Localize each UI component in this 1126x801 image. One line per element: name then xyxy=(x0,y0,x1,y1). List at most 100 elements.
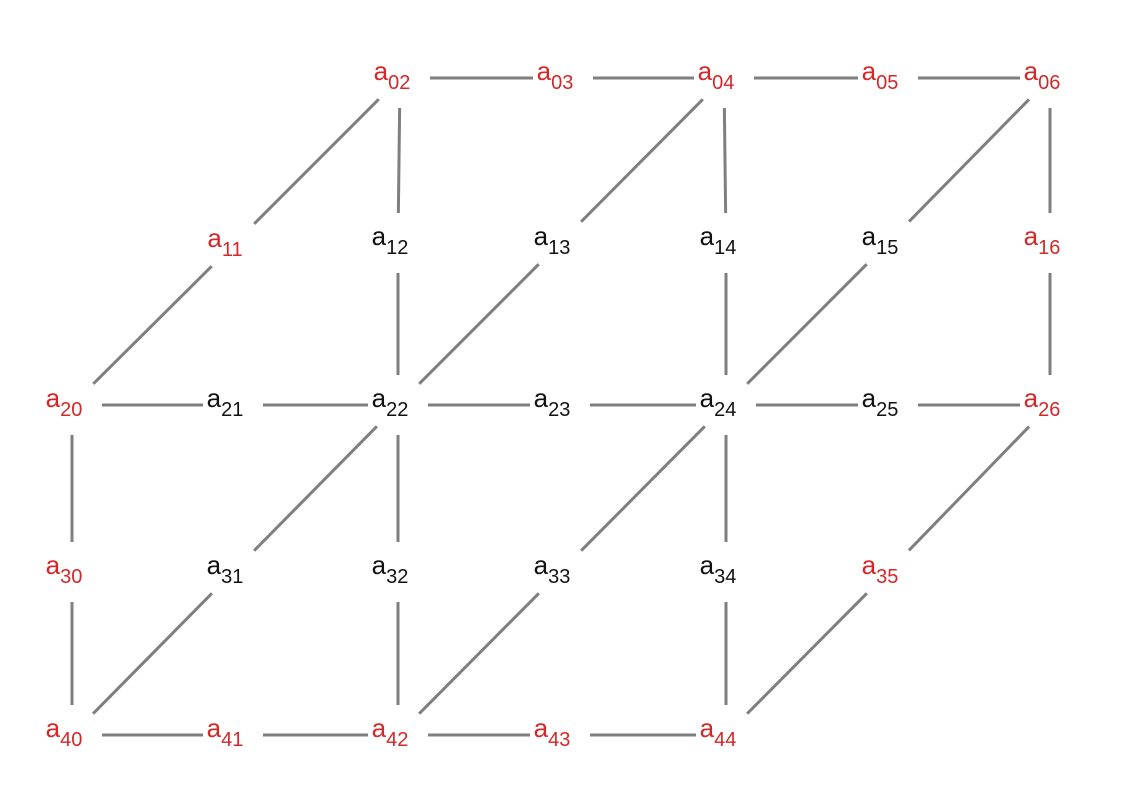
node-base: a xyxy=(207,550,222,580)
node-label-a22: a22 xyxy=(372,383,409,421)
node-subscript: 05 xyxy=(876,72,898,94)
node-label-a16: a16 xyxy=(1024,221,1061,259)
edge-a33-a42 xyxy=(418,592,540,715)
edge-a26-a35 xyxy=(907,425,1031,552)
node-base: a xyxy=(46,550,61,580)
node-subscript: 12 xyxy=(386,237,408,259)
node-base: a xyxy=(372,383,387,413)
node-base: a xyxy=(372,221,387,251)
node-subscript: 11 xyxy=(222,239,243,261)
node-base: a xyxy=(862,383,877,413)
edge-layer xyxy=(70,76,1052,737)
node-label-a35: a35 xyxy=(862,550,899,588)
node-label-a12: a12 xyxy=(372,221,409,259)
node-base: a xyxy=(207,383,222,413)
edge-a15-a24 xyxy=(746,263,868,385)
node-label-a25: a25 xyxy=(862,383,899,421)
node-subscript: 30 xyxy=(60,566,82,588)
node-base: a xyxy=(372,550,387,580)
edge-a22-a31 xyxy=(253,425,378,552)
node-base: a xyxy=(700,221,715,251)
edge-a31-a40 xyxy=(92,592,213,715)
node-subscript: 25 xyxy=(876,399,898,421)
node-label-a15: a15 xyxy=(862,221,899,259)
node-label-a26: a26 xyxy=(1024,383,1061,421)
node-label-a41: a41 xyxy=(207,713,244,751)
node-subscript: 43 xyxy=(548,729,570,751)
node-label-a24: a24 xyxy=(700,383,737,421)
node-label-a32: a32 xyxy=(372,550,409,588)
node-subscript: 22 xyxy=(386,399,408,421)
node-base: a xyxy=(374,56,389,86)
edge-a06-a15 xyxy=(907,98,1031,223)
node-base: a xyxy=(46,383,61,413)
node-base: a xyxy=(862,550,877,580)
node-base: a xyxy=(1024,383,1039,413)
node-subscript: 26 xyxy=(1038,399,1060,421)
node-subscript: 23 xyxy=(548,399,570,421)
node-label-a06: a06 xyxy=(1024,56,1061,94)
node-label-a33: a33 xyxy=(534,550,571,588)
node-subscript: 21 xyxy=(221,399,243,421)
node-subscript: 03 xyxy=(551,72,573,94)
node-subscript: 32 xyxy=(386,566,408,588)
edge-a02-a12 xyxy=(396,107,402,214)
edge-a04-a13 xyxy=(580,98,704,223)
edge-a11-a20 xyxy=(92,265,213,385)
node-label-a13: a13 xyxy=(534,221,571,259)
node-label-a34: a34 xyxy=(700,550,737,588)
node-base: a xyxy=(207,713,222,743)
node-label-a31: a31 xyxy=(207,550,244,588)
node-subscript: 06 xyxy=(1038,72,1060,94)
node-base: a xyxy=(534,713,549,743)
node-subscript: 41 xyxy=(221,729,243,751)
node-base: a xyxy=(534,383,549,413)
node-subscript: 33 xyxy=(548,566,570,588)
node-subscript: 35 xyxy=(876,566,898,588)
node-base: a xyxy=(207,223,222,253)
node-label-a30: a30 xyxy=(46,550,83,588)
node-base: a xyxy=(700,550,715,580)
node-base: a xyxy=(372,713,387,743)
node-base: a xyxy=(537,56,552,86)
node-subscript: 13 xyxy=(548,237,570,259)
node-label-a23: a23 xyxy=(534,383,571,421)
node-base: a xyxy=(700,713,715,743)
node-base: a xyxy=(700,383,715,413)
node-subscript: 24 xyxy=(714,399,736,421)
node-subscript: 40 xyxy=(60,729,82,751)
node-subscript: 34 xyxy=(714,566,736,588)
node-subscript: 31 xyxy=(221,566,243,588)
node-label-a21: a21 xyxy=(207,383,244,421)
node-base: a xyxy=(1024,221,1039,251)
node-label-a20: a20 xyxy=(46,383,83,421)
node-label-a05: a05 xyxy=(862,56,899,94)
edge-a04-a14 xyxy=(722,107,728,214)
node-subscript: 42 xyxy=(386,729,408,751)
node-base: a xyxy=(862,221,877,251)
node-label-a44: a44 xyxy=(700,713,737,751)
node-label-a14: a14 xyxy=(700,221,737,259)
node-subscript: 02 xyxy=(388,72,410,94)
node-subscript: 15 xyxy=(876,237,898,259)
node-label-a04: a04 xyxy=(698,56,735,94)
edge-a02-a11 xyxy=(253,98,380,225)
node-base: a xyxy=(1024,56,1039,86)
node-label-a11: a11 xyxy=(207,223,242,261)
node-label-a43: a43 xyxy=(534,713,571,751)
node-label-a42: a42 xyxy=(372,713,409,751)
edge-a13-a22 xyxy=(418,263,540,385)
node-subscript: 16 xyxy=(1038,237,1060,259)
node-subscript: 20 xyxy=(60,399,82,421)
node-subscript: 14 xyxy=(714,237,736,259)
edge-a35-a44 xyxy=(746,592,868,715)
node-subscript: 44 xyxy=(714,729,736,751)
node-base: a xyxy=(698,56,713,86)
node-base: a xyxy=(862,56,877,86)
node-base: a xyxy=(534,550,549,580)
node-label-a03: a03 xyxy=(537,56,574,94)
edge-a24-a33 xyxy=(580,425,706,552)
node-subscript: 04 xyxy=(712,72,734,94)
